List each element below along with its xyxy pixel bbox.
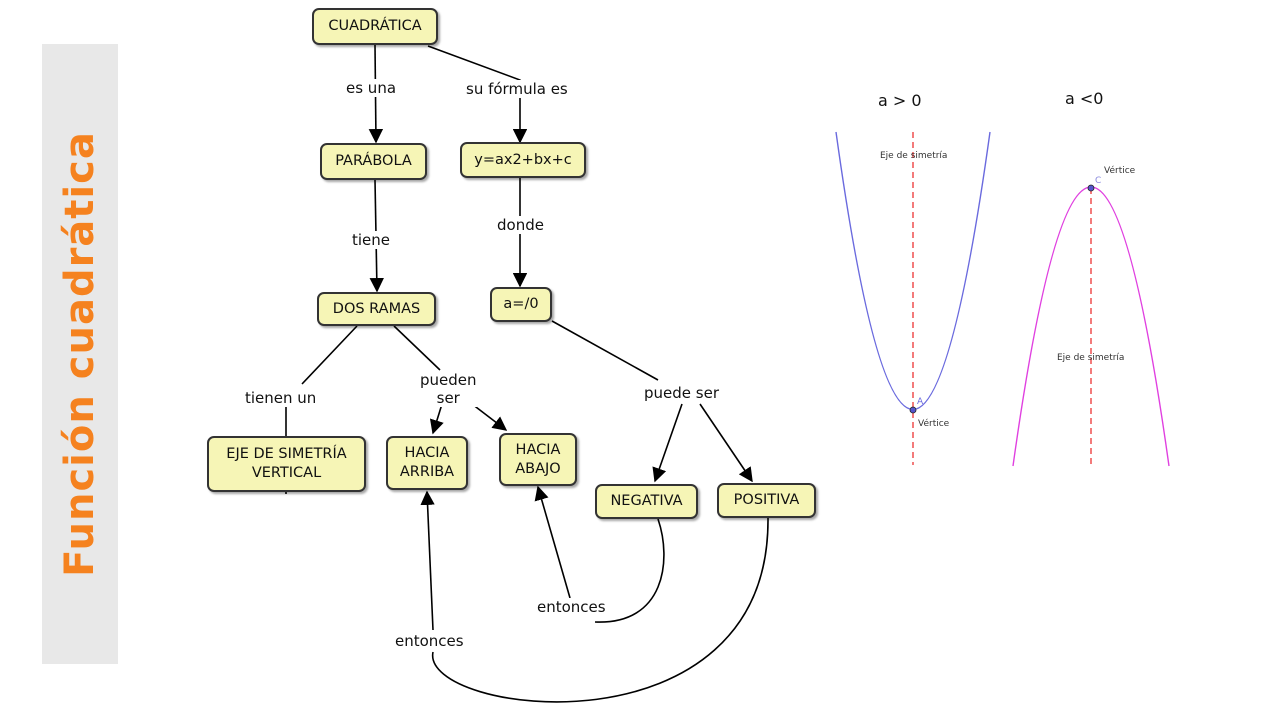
- node-negativa: NEGATIVA: [595, 484, 698, 519]
- link-entonces-1: entonces: [537, 598, 606, 616]
- connector-pueden-abajo: [471, 403, 508, 431]
- node-arriba-line2: ARRIBA: [399, 464, 455, 480]
- link-pueden-line2: ser: [436, 389, 460, 407]
- node-arriba-line1: HACIA: [404, 445, 450, 462]
- vertex-label-right: Vértice: [1104, 165, 1136, 176]
- vertex-label-left: Vértice: [918, 418, 950, 429]
- graph-left-title: a > 0: [878, 91, 922, 110]
- link-donde: donde: [497, 216, 544, 234]
- node-eje-line1: EJE DE SIMETRÍA: [226, 446, 347, 463]
- link-entonces-2: entonces: [395, 632, 464, 650]
- axis-label-right: Eje de simetría: [1057, 353, 1124, 363]
- point-label-right: C: [1095, 176, 1101, 186]
- node-positiva: POSITIVA: [717, 483, 816, 518]
- node-a-distinto-cero: a=/0: [490, 287, 552, 322]
- link-tienen-un: tienen un: [245, 389, 317, 407]
- connector-puede-negativa: [652, 403, 683, 483]
- link-tiene: tiene: [352, 231, 391, 249]
- link-puede-ser: puede ser: [644, 384, 719, 402]
- node-eje-line2: VERTICAL: [251, 465, 322, 481]
- node-parabola: PARÁBOLA: [320, 143, 427, 180]
- node-formula: y=ax2+bx+c: [460, 142, 586, 178]
- connector-pueden: [393, 325, 441, 371]
- node-eje-simetria: EJE DE SIMETRÍA VERTICAL: [207, 436, 366, 492]
- connector-entonces-abajo: [534, 485, 571, 599]
- node-hacia-arriba: HACIA ARRIBA: [386, 436, 468, 490]
- connector-pueden-arriba: [429, 403, 444, 435]
- connector-puede-positiva: [699, 403, 753, 483]
- graph-right-title: a <0: [1065, 89, 1103, 108]
- node-dos-ramas: DOS RAMAS: [317, 292, 436, 326]
- connector-negativa-entonces: [594, 518, 665, 623]
- link-es-una: es una: [346, 79, 397, 97]
- graph-right: C Vértice Eje de simetría: [1012, 165, 1170, 467]
- axis-label-left: Eje de simetría: [880, 151, 947, 161]
- vertex-point-left: [909, 406, 917, 414]
- node-hacia-abajo: HACIA ABAJO: [499, 433, 577, 486]
- graph-left: Eje de simetría A Vértice: [835, 131, 991, 465]
- connector-entonces-arriba: [420, 490, 435, 631]
- connector-positiva-entonces: [432, 517, 769, 703]
- connector-puede-ser: [551, 320, 659, 381]
- node-cuadratica: CUADRÁTICA: [312, 8, 438, 45]
- vertex-point-right: [1087, 184, 1095, 192]
- connector-tienen-un-1: [301, 325, 358, 385]
- node-abajo-line1: HACIA: [515, 441, 561, 458]
- link-su-formula-es: su fórmula es: [466, 80, 568, 98]
- node-abajo-line2: ABAJO: [515, 460, 561, 477]
- link-pueden-ser: pueden ser: [420, 371, 477, 407]
- side-title-panel: [42, 44, 118, 664]
- link-pueden-line1: pueden: [420, 371, 477, 389]
- point-label-left: A: [917, 397, 924, 407]
